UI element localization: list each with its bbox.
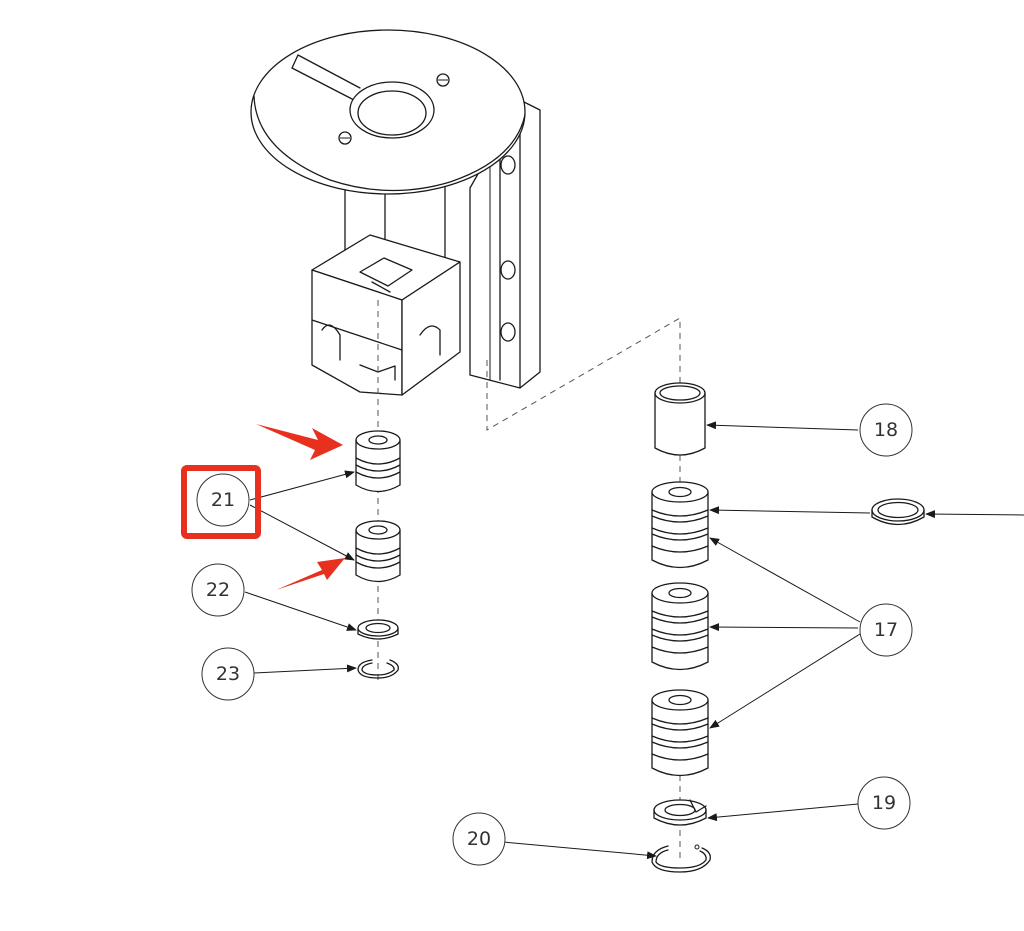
seal-ring xyxy=(871,498,925,526)
callout-22: 22 xyxy=(191,563,245,617)
bearing-21-upper xyxy=(355,430,401,493)
callout-label-17: 17 xyxy=(874,619,898,641)
callout-label-23: 23 xyxy=(216,663,240,685)
red-arrow-lower xyxy=(276,558,345,590)
bearing-21-lower xyxy=(355,520,401,583)
retaining-ring-20 xyxy=(651,844,711,873)
bearing-stack-17-bottom xyxy=(651,689,709,777)
leader-lines xyxy=(244,421,1024,860)
callout-label-20: 20 xyxy=(467,828,491,850)
washer-22 xyxy=(357,619,399,640)
bearing-stack-17-middle xyxy=(651,582,709,671)
retaining-ring-23 xyxy=(357,659,399,679)
callout-21: 21 xyxy=(196,473,250,527)
bushing-18 xyxy=(654,382,706,456)
callout-label-18: 18 xyxy=(874,419,898,441)
callout-19: 19 xyxy=(857,776,911,830)
callout-20: 20 xyxy=(452,812,506,866)
center-lines xyxy=(377,300,681,860)
callout-23: 23 xyxy=(201,647,255,701)
callout-label-22: 22 xyxy=(206,579,230,601)
housing-assembly xyxy=(250,29,541,396)
bearing-stack-17-top xyxy=(651,481,709,569)
callout-label-21: 21 xyxy=(211,489,235,511)
highlight-box-21 xyxy=(181,465,261,539)
callout-17: 17 xyxy=(859,603,913,657)
callout-label-19: 19 xyxy=(872,792,896,814)
spring-washer-19 xyxy=(653,799,707,826)
red-arrow-upper xyxy=(256,424,343,460)
callout-18: 18 xyxy=(859,403,913,457)
